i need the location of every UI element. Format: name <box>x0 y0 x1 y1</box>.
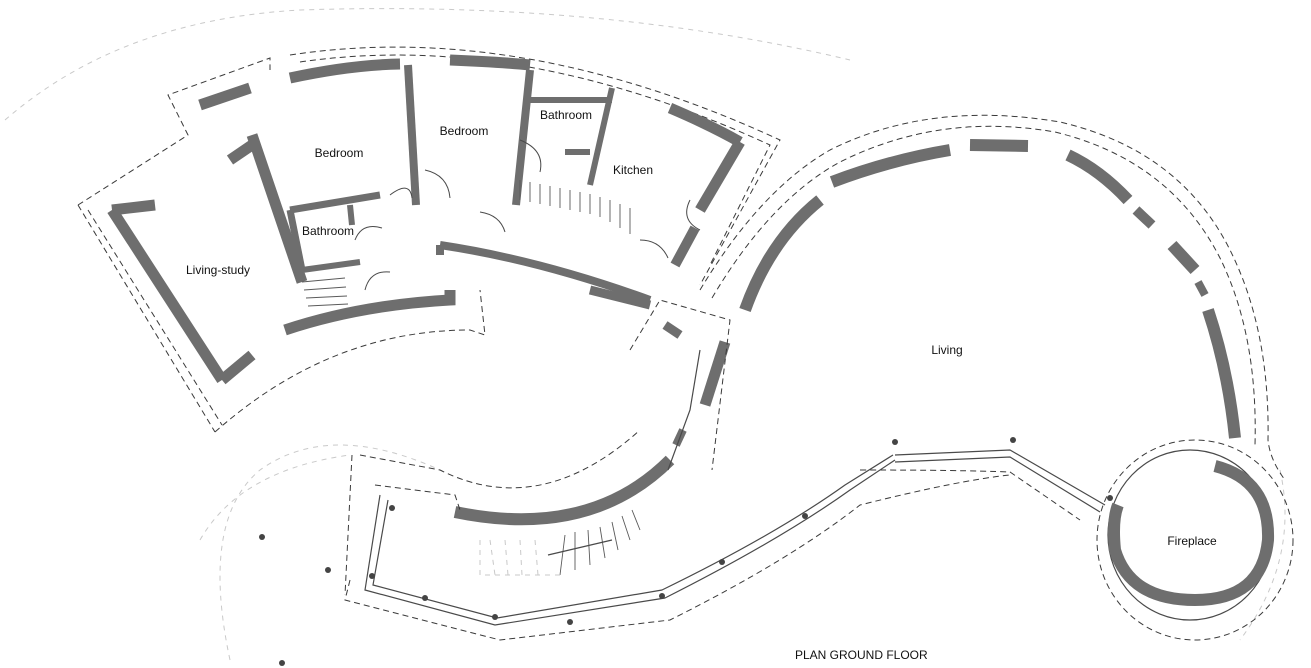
room-label-bedroom-1: Bedroom <box>314 146 364 160</box>
west-wing-walls <box>107 54 745 385</box>
terrace <box>199 454 1011 641</box>
doors <box>354 139 701 291</box>
east-wing <box>699 114 1286 521</box>
link-walls <box>359 299 731 526</box>
posts <box>259 437 1113 666</box>
room-label-living-study: Living-study <box>185 263 251 277</box>
plan-caption: PLAN GROUND FLOOR <box>795 648 928 662</box>
room-label-living: Living <box>931 343 963 357</box>
stairs <box>301 180 641 576</box>
room-label-kitchen: Kitchen <box>612 163 654 177</box>
room-label-bedroom-2: Bedroom <box>439 124 489 138</box>
site-contours <box>4 8 1286 661</box>
fireplace-structure <box>1096 439 1294 641</box>
room-label-bathroom-1: Bathroom <box>539 108 593 122</box>
room-label-fireplace: Fireplace <box>1167 534 1217 548</box>
west-wing-boundary <box>77 46 781 433</box>
room-label-bathroom-2: Bathroom <box>301 224 355 238</box>
